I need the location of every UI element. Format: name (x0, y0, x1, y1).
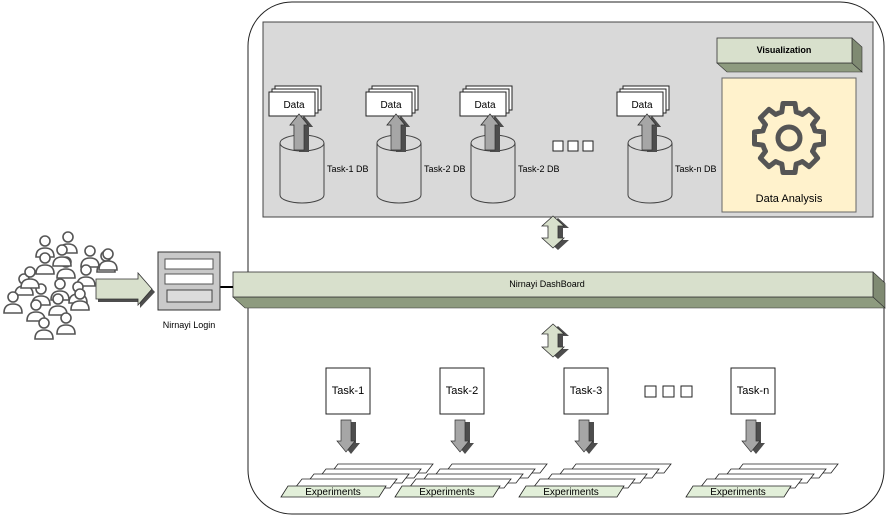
experiment-sheet (518, 485, 625, 498)
db-label: Task-1 DB (327, 164, 369, 174)
down-arrow (741, 419, 765, 454)
down-arrow (574, 419, 598, 454)
ellipsis-squares (644, 385, 693, 398)
experiment-sheet (280, 485, 387, 498)
experiment-sheet (394, 485, 501, 498)
login-form-icon (157, 251, 221, 311)
data-label: Data (631, 100, 653, 111)
user-icon (56, 312, 76, 335)
user-icon (80, 245, 100, 268)
task-box (325, 367, 371, 415)
gear-icon (752, 101, 826, 175)
task-box (439, 367, 485, 415)
dashboard-bar: Nirnayi DashBoard (232, 271, 886, 309)
upload-arrow (289, 113, 313, 152)
task-label: Task-2 (446, 385, 478, 397)
task-label: Task-1 (332, 385, 364, 397)
document-sheet (459, 91, 507, 117)
users-to-login-arrow (95, 271, 155, 308)
data-label: Data (283, 100, 305, 111)
ellipsis-squares (552, 140, 594, 152)
task-label: Task-n (737, 385, 769, 397)
experiments-label: Experiments (710, 487, 766, 498)
document-sheet (616, 91, 664, 117)
database-cylinder (470, 134, 516, 204)
experiments-label: Experiments (543, 487, 599, 498)
visualization-label: Visualization (757, 45, 812, 55)
upload-arrow (637, 113, 661, 152)
down-arrow (336, 419, 360, 454)
visualization-bar: Visualization (716, 37, 863, 73)
data-analysis-label: Data Analysis (756, 193, 823, 205)
upload-arrow (480, 113, 504, 152)
task-box (730, 367, 776, 415)
login-label: Nirnayi Login (163, 320, 216, 330)
data-label: Data (474, 100, 496, 111)
task-box (563, 367, 609, 415)
data-label: Data (380, 100, 402, 111)
dashboard-label: Nirnayi DashBoard (509, 279, 585, 289)
task-label: Task-3 (570, 385, 602, 397)
down-arrow (450, 419, 474, 454)
document-sheet (365, 91, 413, 117)
experiments-label: Experiments (305, 487, 361, 498)
experiments-label: Experiments (419, 487, 475, 498)
upload-arrow (386, 113, 410, 152)
document-sheet (268, 91, 316, 117)
bidirectional-arrow-bottom (540, 323, 569, 359)
db-label: Task-n DB (675, 164, 717, 174)
experiment-sheet (685, 485, 792, 498)
data-analysis-box: Data Analysis (721, 77, 857, 213)
database-cylinder (376, 134, 422, 204)
bidirectional-arrow-top (540, 215, 569, 250)
db-label: Task-2 DB (424, 164, 466, 174)
db-label: Task-2 DB (518, 164, 560, 174)
